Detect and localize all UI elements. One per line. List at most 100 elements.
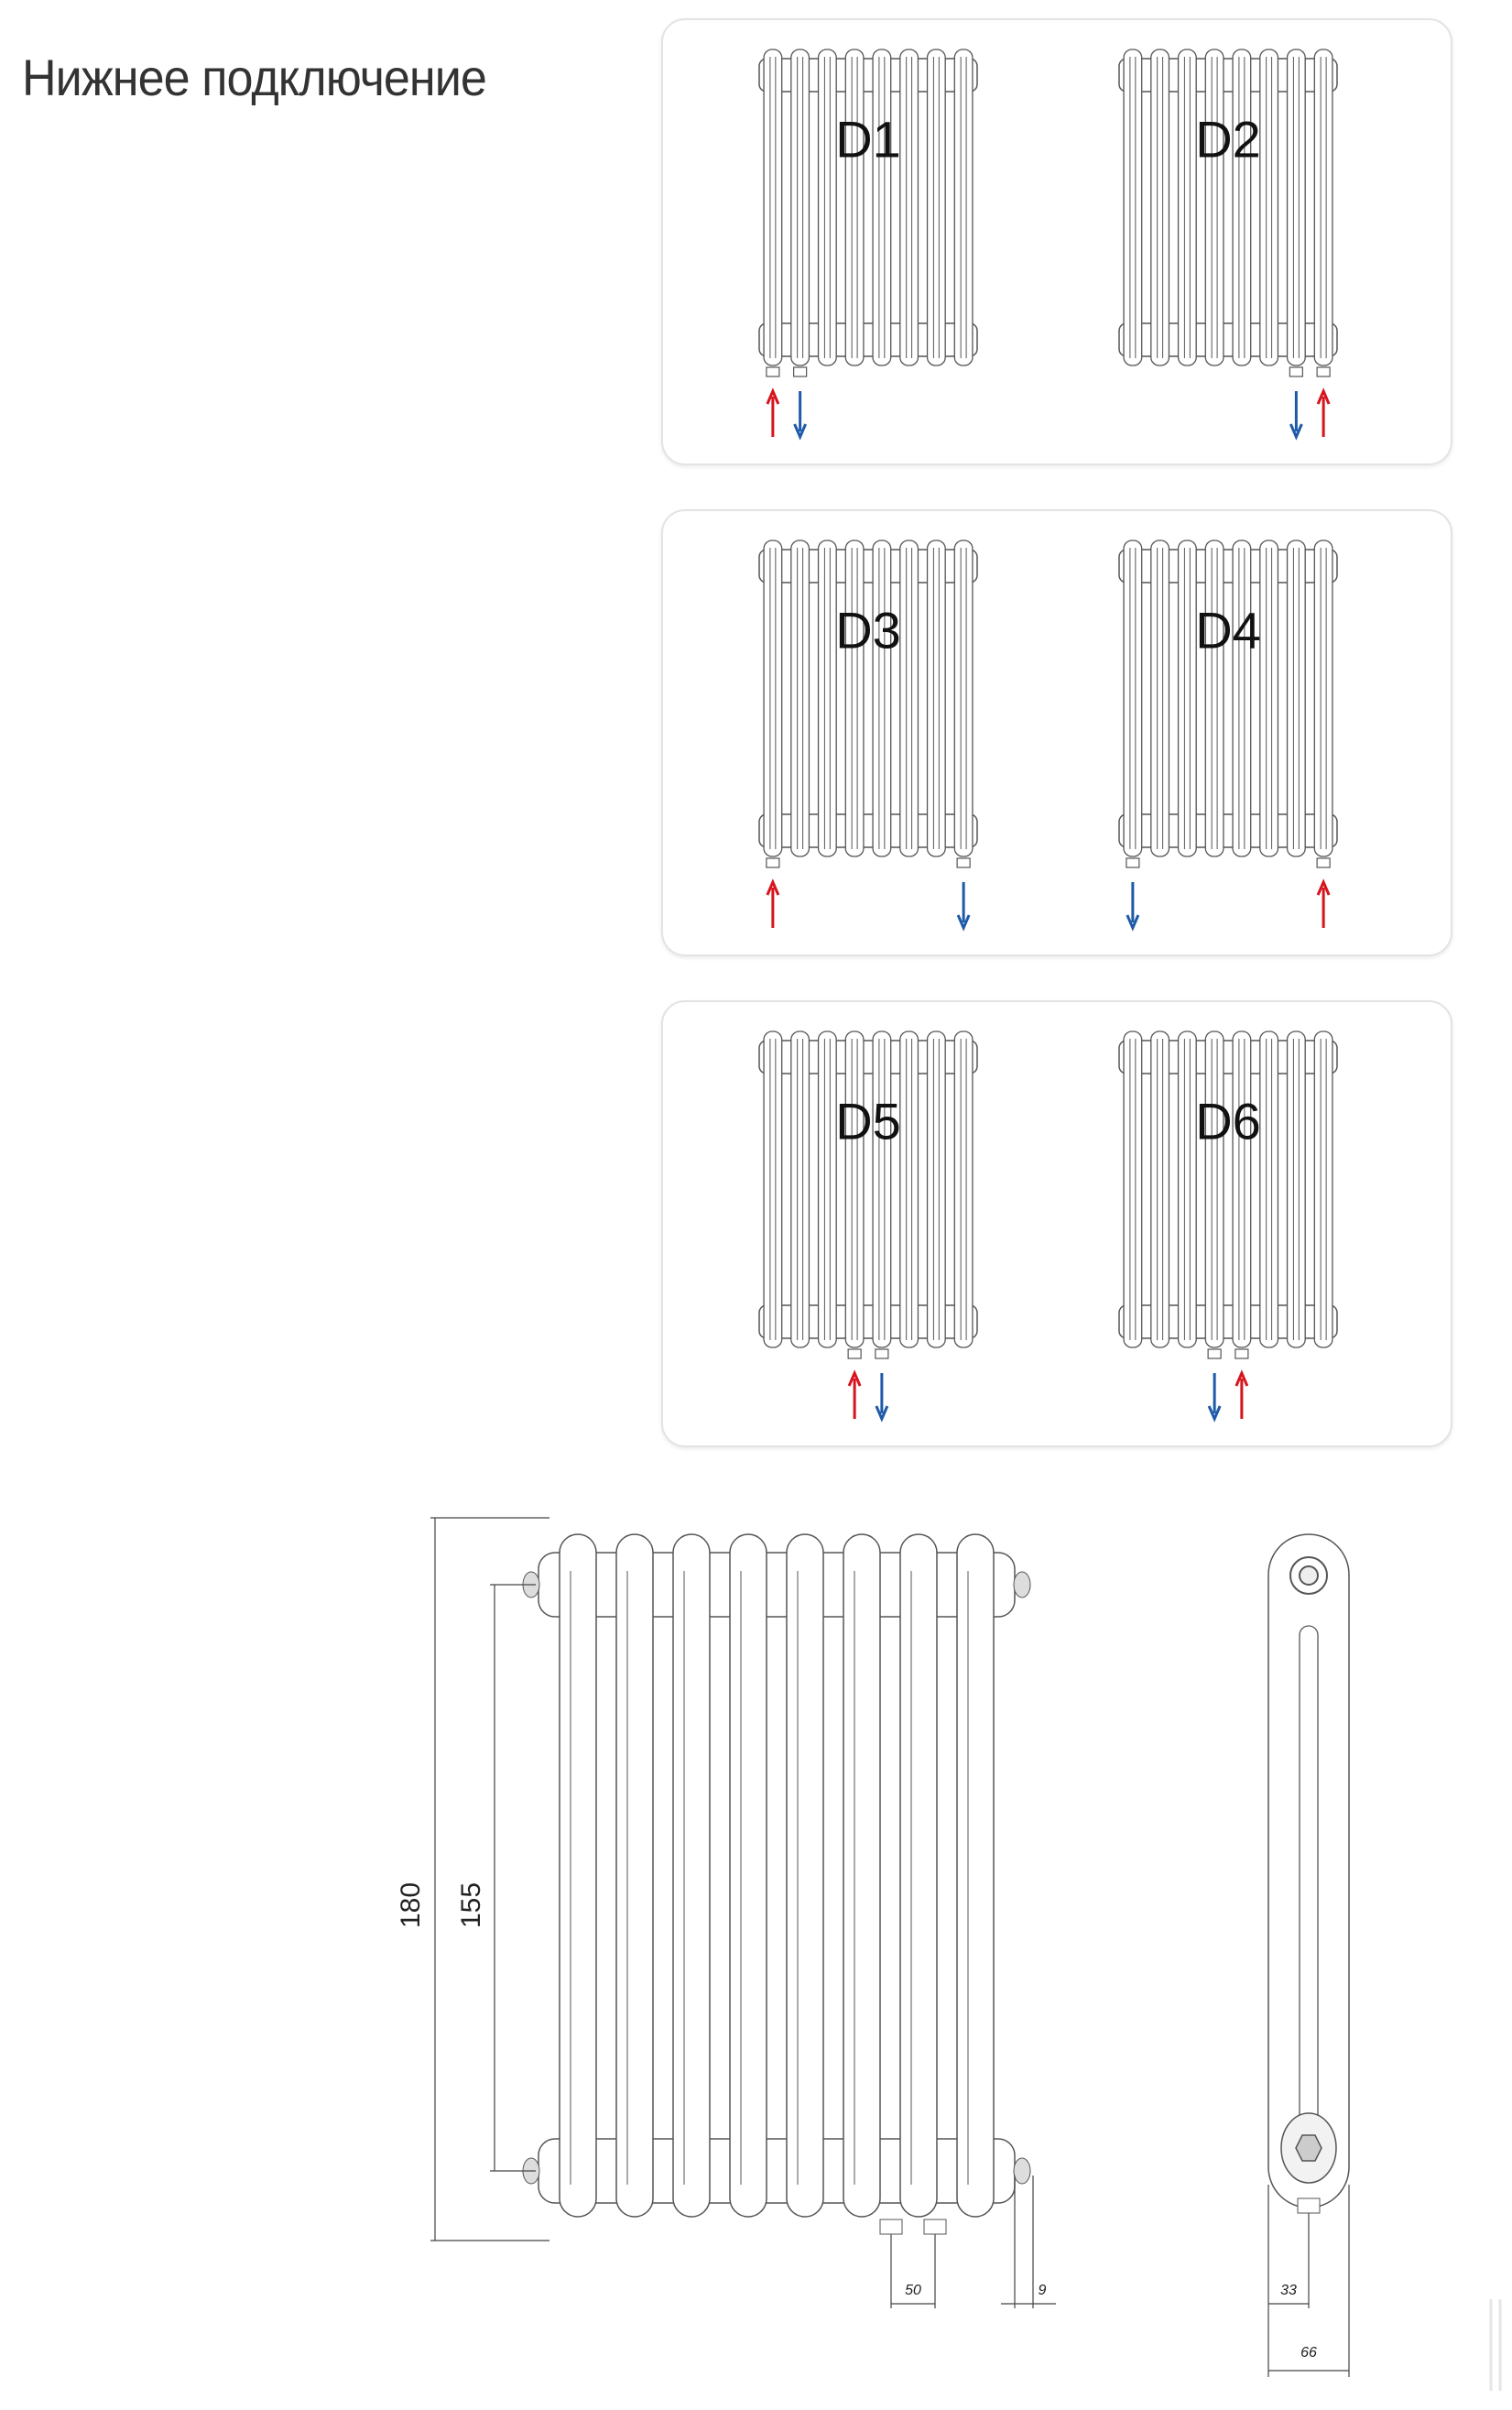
plug-top-inner xyxy=(1299,1565,1319,1586)
tube xyxy=(1150,540,1170,857)
tube xyxy=(1313,540,1333,857)
pipe-fitting xyxy=(1316,857,1331,868)
scheme-label: D5 xyxy=(835,1092,901,1150)
supply-arrow-up-icon xyxy=(847,1369,862,1419)
return-arrow-down-icon xyxy=(875,1373,889,1423)
tube xyxy=(1177,1031,1197,1348)
tube xyxy=(899,49,919,366)
arrow-head xyxy=(847,1369,862,1387)
bottom-header xyxy=(758,1304,978,1339)
top-header xyxy=(1118,1040,1338,1074)
dimension-overall-height: 180 xyxy=(396,1882,426,1928)
arrow-head xyxy=(956,914,971,932)
tube xyxy=(790,540,810,857)
arrow-head xyxy=(766,387,780,405)
tube xyxy=(926,1031,946,1348)
tube xyxy=(1177,49,1197,366)
tube xyxy=(817,49,837,366)
arrow-head xyxy=(793,423,808,441)
radiator-diagram: D1 xyxy=(758,49,978,441)
top-header xyxy=(1118,549,1338,583)
hex-nut-icon xyxy=(1295,2134,1322,2162)
dimension-side-offset: 33 xyxy=(1280,2283,1297,2298)
scheme-label: D6 xyxy=(1195,1092,1261,1150)
tube xyxy=(926,540,946,857)
pipe-fitting xyxy=(766,857,780,868)
bottom-header xyxy=(1118,813,1338,848)
tube xyxy=(899,1533,938,2218)
supply-arrow-up-icon xyxy=(766,878,780,928)
dimension-axis-distance: 155 xyxy=(456,1882,486,1928)
panel-svg: D5 D6 xyxy=(758,1031,1338,1423)
side-slot xyxy=(1299,1625,1319,2131)
watermark-logo xyxy=(1489,2299,1502,2391)
side-view xyxy=(1267,1533,1350,2214)
arrow-head xyxy=(1207,1405,1222,1423)
front-view xyxy=(522,1533,1031,2235)
tube xyxy=(729,1533,767,2218)
scheme-label: D2 xyxy=(1195,110,1261,168)
tube xyxy=(763,540,783,857)
top-header xyxy=(758,549,978,583)
top-header xyxy=(538,1552,1016,1618)
pipe-fitting xyxy=(1235,1348,1249,1359)
return-arrow-down-icon xyxy=(1126,882,1140,932)
pipe-fitting xyxy=(1316,366,1331,377)
tube xyxy=(844,540,865,857)
pipe-fitting xyxy=(1126,857,1140,868)
scheme-label: D3 xyxy=(835,601,901,659)
tube xyxy=(1286,1031,1306,1348)
tube xyxy=(559,1533,597,2218)
panel-svg: D1 D2 xyxy=(758,49,1338,441)
plug-bottom-right-icon xyxy=(1013,2157,1031,2185)
tube xyxy=(1150,1031,1170,1348)
tube xyxy=(1313,49,1333,366)
tube xyxy=(1204,540,1224,857)
return-arrow-down-icon xyxy=(793,391,808,441)
radiator-diagram: D3 xyxy=(758,540,978,932)
arrow-head xyxy=(766,878,780,896)
bottom-header xyxy=(1118,322,1338,357)
tube xyxy=(1313,1031,1333,1348)
panel-svg: D3 D4 xyxy=(758,540,1338,932)
tube xyxy=(1204,1031,1224,1348)
tube xyxy=(1286,540,1306,857)
tube xyxy=(790,1031,810,1348)
tube xyxy=(899,540,919,857)
tube xyxy=(872,540,892,857)
pipe-fitting xyxy=(1289,366,1303,377)
page-title: Нижнее подключение xyxy=(22,49,487,106)
return-arrow-down-icon xyxy=(1289,391,1303,441)
tube xyxy=(672,1533,711,2218)
tube xyxy=(790,49,810,366)
tube xyxy=(844,1031,865,1348)
dimension-depth: 66 xyxy=(1300,2345,1317,2361)
dimension-lines xyxy=(430,1517,1350,2377)
supply-arrow-up-icon xyxy=(1316,878,1331,928)
bottom-header xyxy=(538,2138,1016,2204)
tube xyxy=(872,49,892,366)
tube xyxy=(1232,1031,1252,1348)
pipe-fitting xyxy=(923,2219,947,2235)
scheme-panel-d3-d4: D3 D4 xyxy=(661,509,1452,956)
tube xyxy=(1286,49,1306,366)
pipe-fitting xyxy=(1297,2197,1321,2214)
tube xyxy=(1232,540,1252,857)
tube xyxy=(615,1533,654,2218)
radiator-diagram: D6 xyxy=(1118,1031,1338,1423)
scheme-label: D4 xyxy=(1195,601,1261,659)
scheme-panel-d5-d6: D5 D6 xyxy=(661,1000,1452,1447)
plug-top-right-icon xyxy=(1013,1571,1031,1598)
pipe-fitting xyxy=(1207,1348,1222,1359)
dimension-offset: 9 xyxy=(1039,2283,1047,2298)
pipe-fitting xyxy=(766,366,780,377)
pipe-fitting xyxy=(956,857,971,868)
tube xyxy=(843,1533,881,2218)
tube xyxy=(1123,540,1143,857)
pipe-fitting xyxy=(793,366,808,377)
supply-arrow-up-icon xyxy=(1235,1369,1249,1419)
arrow-head xyxy=(1316,878,1331,896)
return-arrow-down-icon xyxy=(956,882,971,932)
tube xyxy=(817,1031,837,1348)
